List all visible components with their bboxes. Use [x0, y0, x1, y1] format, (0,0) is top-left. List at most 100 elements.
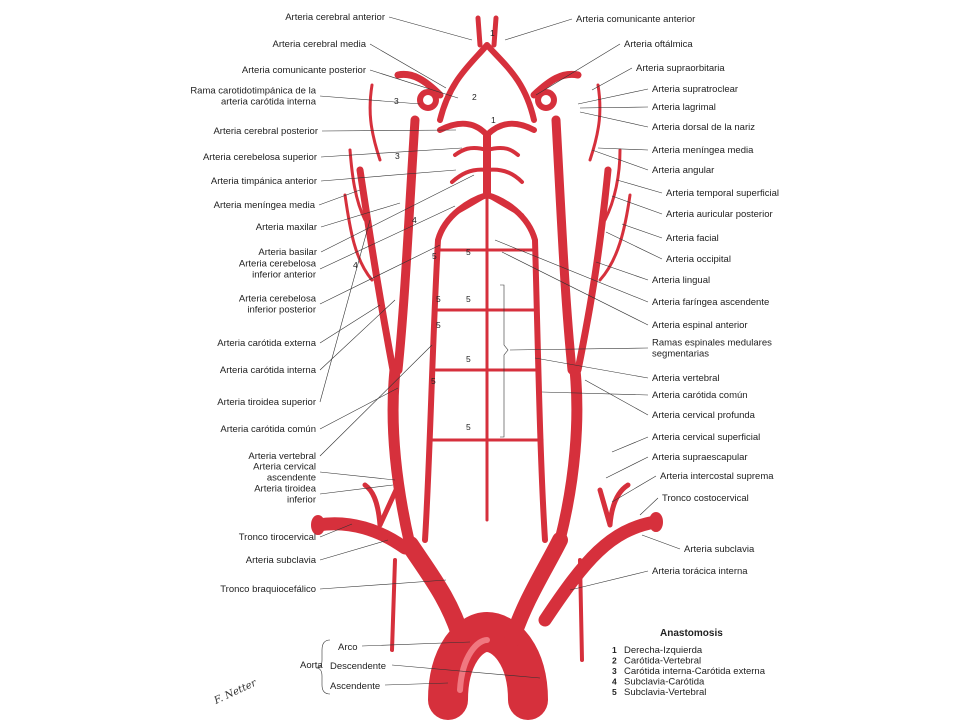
anastomosis-number: 5: [466, 247, 471, 257]
right-label-line: Arteria dorsal de la nariz: [652, 122, 755, 133]
right-label-line: Arteria supratroclear: [652, 84, 738, 95]
segmental-bracket: [500, 284, 509, 438]
right-label-line: Arteria facial: [666, 233, 719, 244]
left-leader-l13: [319, 304, 381, 344]
anastomosis-number: 2: [472, 92, 477, 102]
right-label-r20: Arteria cervical superficial: [652, 432, 760, 443]
right-leader-r25: [569, 570, 649, 591]
left-label-line: arteria carótida interna: [221, 97, 317, 108]
right-label-line: Arteria vertebral: [652, 373, 720, 384]
left-label-l13: Arteria carótida externa: [217, 338, 316, 349]
right-label-line: Arteria cervical profunda: [652, 410, 756, 421]
anastomosis-number: 5: [466, 294, 471, 304]
left-leader-l21: [319, 539, 389, 561]
left-leader-l15: [319, 219, 371, 403]
right-leader-r23: [639, 497, 659, 516]
right-leader-r5: [579, 106, 649, 109]
left-label-l6: Arteria cerebelosa superior: [203, 152, 317, 163]
right-label-line: Arteria torácica interna: [652, 566, 748, 577]
right-label-line: Tronco costocervical: [662, 493, 749, 504]
left-external-carotid: [574, 166, 612, 374]
right-leader-r14: [494, 239, 649, 303]
anastomosis-number: 1: [490, 28, 495, 38]
right-label-line: Arteria supraescapular: [652, 452, 748, 463]
right-label-line: Arteria subclavia: [684, 544, 755, 555]
right-label-r15: Arteria espinal anterior: [652, 320, 748, 331]
legend-item-num: 5: [612, 687, 617, 697]
left-label-line: Arteria basilar: [258, 247, 317, 258]
right-label-line: Arteria angular: [652, 165, 714, 176]
legend-item-text: Carótida interna-Carótida externa: [624, 666, 766, 677]
left-leader-l18: [319, 471, 396, 481]
left-label-line: Arteria timpánica anterior: [211, 176, 317, 187]
left-leader-l2: [369, 43, 447, 89]
left-label-line: Arteria vertebral: [248, 451, 316, 462]
right-label-r23: Tronco costocervical: [662, 493, 749, 504]
middle-cerebral-right: [394, 70, 444, 99]
right-label-r5: Arteria lagrimal: [652, 102, 716, 113]
left-leader-l1: [388, 16, 473, 41]
left-common-carotid: [554, 364, 583, 546]
segmental-branches: [430, 248, 544, 442]
left-label-line: inferior: [287, 495, 316, 506]
left-label-line: Arteria carótida externa: [217, 338, 316, 349]
left-label-line: Arteria cerebelosa: [239, 259, 317, 270]
right-label-r24: Arteria subclavia: [684, 544, 755, 555]
right-leader-r11: [621, 223, 663, 239]
descending-vessels: [390, 558, 584, 662]
anastomosis-number: 4: [412, 215, 417, 225]
ophthalmic-loop-left: [535, 89, 557, 111]
left-label-line: Arteria cerebral posterior: [213, 126, 318, 137]
right-label-line: Arteria temporal superficial: [666, 188, 779, 199]
thyrocervical-trunk: [362, 482, 399, 528]
right-leader-r7: [597, 147, 649, 151]
left-label-line: Arteria cerebelosa: [239, 294, 317, 305]
left-label-line: Arteria tiroidea: [254, 484, 316, 495]
right-leader-r16: [509, 347, 649, 351]
legend-item-num: 3: [612, 666, 617, 676]
right-leader-r8: [591, 149, 649, 171]
right-label-r10: Arteria auricular posterior: [666, 209, 773, 220]
left-label-l20: Tronco tirocervical: [239, 532, 316, 543]
signature: F. Netter: [212, 677, 260, 707]
left-label-line: Tronco braquiocefálico: [220, 584, 316, 595]
right-label-r3: Arteria supraorbitaria: [636, 63, 725, 74]
right-label-r22: Arteria intercostal suprema: [660, 471, 774, 482]
right-label-r11: Arteria facial: [666, 233, 719, 244]
right-leader-r17: [534, 357, 649, 379]
right-vertebral: [422, 192, 490, 543]
left-leader-l17: [319, 344, 433, 457]
left-label-line: Arteria tiroidea superior: [217, 397, 316, 408]
left-label-l10: Arteria basilar: [258, 247, 317, 258]
legend-item-text: Carótida-Vertebral: [624, 656, 701, 667]
right-label-line: Arteria faríngea ascendente: [652, 297, 769, 308]
left-leader-l5: [321, 129, 457, 132]
right-label-r25: Arteria torácica interna: [652, 566, 748, 577]
left-label-l1: Arteria cerebral anterior: [285, 12, 385, 23]
left-label-l15: Arteria tiroidea superior: [217, 397, 316, 408]
left-leader-l22: [319, 579, 447, 590]
left-label-l7: Arteria timpánica anterior: [211, 176, 317, 187]
right-label-line: Arteria intercostal suprema: [660, 471, 774, 482]
left-leader-l8: [318, 189, 361, 206]
right-label-line: Arteria meníngea media: [652, 145, 754, 156]
right-leader-r21: [605, 456, 649, 479]
anastomosis-number: 3: [395, 151, 400, 161]
left-label-line: Arteria maxilar: [256, 222, 317, 233]
left-label-line: Arteria cervical: [253, 462, 316, 473]
left-internal-carotid: [551, 115, 577, 375]
legend-item-num: 4: [612, 677, 617, 687]
anastomosis-number: 5: [436, 294, 441, 304]
ophthalmic-loop-right: [417, 89, 439, 111]
right-leader-r6: [579, 111, 649, 128]
aortic-arch-highlight: [457, 637, 490, 693]
left-leader-l9: [320, 202, 401, 228]
right-label-line: Arteria cervical superficial: [652, 432, 760, 443]
